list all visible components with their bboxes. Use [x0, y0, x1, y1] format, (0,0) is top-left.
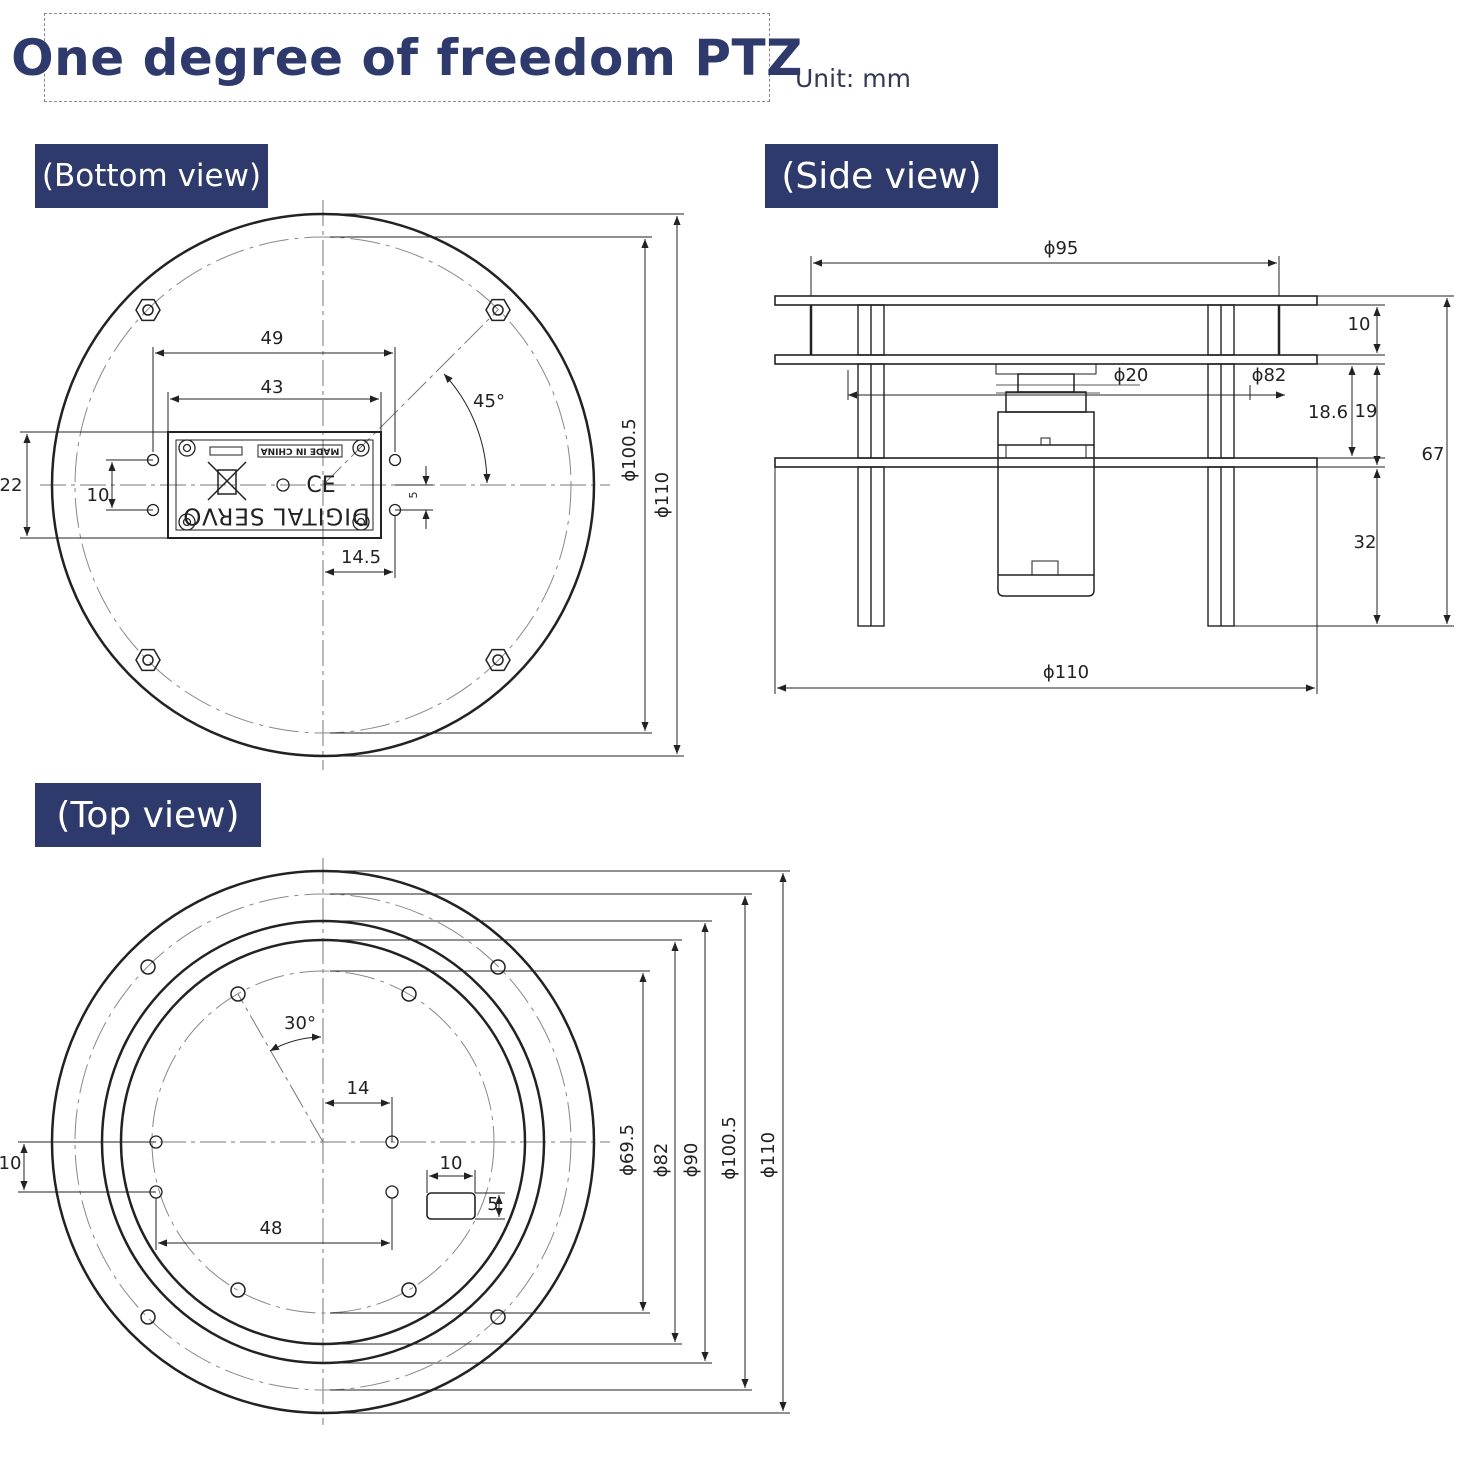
top-servo-holes: [149, 1135, 399, 1199]
top-angle-30-label: 30°: [284, 1013, 316, 1034]
side-view: ϕ95 ϕ20 ϕ82 10 18.6 19 67: [774, 238, 1454, 694]
top-angle-30-arc: [269, 1033, 322, 1052]
top-dim-100-5: [330, 893, 752, 1391]
side-servo: [995, 363, 1097, 597]
top-view: 30° 14 10 5 48 10 ϕ69.5: [0, 858, 790, 1425]
bottom-dim-49: [152, 347, 396, 452]
weee-icon: [207, 461, 247, 501]
top-dim-5: [475, 1192, 505, 1220]
bottom-dim-43: [167, 392, 382, 432]
side-dim-82-label: ϕ82: [1252, 365, 1287, 386]
side-dim-95: [810, 256, 1280, 296]
bottom-view-label: (Bottom view): [35, 144, 268, 208]
bottom-dim-100-5-label: ϕ100.5: [619, 418, 640, 481]
bottom-dim-100-5: [330, 236, 652, 734]
top-inner-holes: [230, 986, 417, 1298]
top-dim-10v-label: 10: [0, 1153, 21, 1174]
side-posts: [857, 304, 1235, 627]
top-dim-110: [330, 870, 790, 1414]
side-dim-67-label: 67: [1422, 444, 1445, 465]
side-dim-19-label: 19: [1355, 401, 1378, 422]
bottom-dim-22: [20, 431, 168, 539]
side-dim-10-label: 10: [1348, 314, 1371, 335]
top-dim-14: [325, 1097, 393, 1142]
servo-brand-label: DIGITAL SERVO: [182, 503, 370, 529]
bottom-angle-45-arc: [443, 373, 491, 484]
side-dim-32-label: 32: [1354, 532, 1377, 553]
top-dim-10v: [18, 1141, 156, 1193]
servo-made-in-label: MADE IN CHINA: [261, 446, 340, 456]
top-dim-10h-label: 10: [440, 1153, 463, 1174]
bottom-view: MADE IN CHINA CE DIGITAL SERVO 49 43 45°…: [0, 200, 684, 770]
page-title: One degree of freedom PTZ: [11, 28, 803, 87]
top-view-label: (Top view): [35, 783, 261, 847]
side-dim-10: [1317, 304, 1385, 356]
top-dim-110-label: ϕ110: [758, 1132, 779, 1178]
bottom-hex-nuts: [135, 298, 511, 672]
top-dim-82: [330, 939, 682, 1345]
side-dim-82: [847, 370, 1285, 400]
servo-ce-mark: CE: [306, 473, 335, 498]
bottom-dim-10: [106, 459, 153, 511]
bottom-dim-49-label: 49: [261, 328, 284, 349]
side-dim-20-label: ϕ20: [1114, 365, 1149, 386]
top-dim-82-label: ϕ82: [651, 1143, 672, 1178]
side-plates: [774, 295, 1318, 468]
bottom-center-lines: [40, 200, 610, 770]
side-dim-32: [1317, 466, 1385, 624]
side-standoffs: [809, 305, 1281, 355]
servo-body: [167, 431, 382, 539]
bottom-dim-10-label: 10: [87, 485, 110, 506]
top-outer-holes: [140, 959, 506, 1325]
top-outer-bolt-circle: [74, 893, 572, 1391]
side-dim-95-label: ϕ95: [1044, 238, 1079, 259]
top-dim-48: [155, 1198, 393, 1250]
bottom-angle-45-label: 45°: [473, 391, 505, 412]
title-box: One degree of freedom PTZ: [11, 13, 803, 102]
top-dim-48-label: 48: [260, 1218, 283, 1239]
unit-note: Unit: mm: [795, 64, 911, 93]
bottom-dim-5-label: 5: [407, 492, 420, 499]
top-inner-bolt-circle: [151, 970, 495, 1314]
bottom-dim-14-5: [325, 515, 396, 578]
side-dim-18-6-label: 18.6: [1308, 402, 1348, 423]
top-dim-5-label: 5: [487, 1194, 498, 1215]
top-dim-69-5: [330, 970, 650, 1314]
top-dim-90: [330, 920, 712, 1364]
bottom-dim-110-label: ϕ110: [652, 472, 673, 518]
side-dim-110: [774, 467, 1318, 694]
bottom-dim-5: [395, 466, 433, 529]
top-dim-100-5-label: ϕ100.5: [719, 1116, 740, 1179]
bottom-dim-43-label: 43: [261, 377, 284, 398]
bottom-outer-disc: [50, 212, 596, 758]
side-view-label: (Side view): [765, 144, 998, 208]
bottom-dim-14-5-label: 14.5: [341, 547, 381, 568]
bottom-bolt-circle: [74, 236, 572, 734]
top-dim-14-label: 14: [347, 1078, 370, 1099]
top-dim-10h: [426, 1170, 476, 1193]
side-dim-110-label: ϕ110: [1043, 662, 1089, 683]
top-cable-slot: [426, 1192, 476, 1220]
top-dim-90-label: ϕ90: [681, 1143, 702, 1178]
top-dim-69-5-label: ϕ69.5: [617, 1124, 638, 1176]
bottom-dim-110: [330, 213, 684, 757]
bottom-dim-22-label: 22: [0, 475, 22, 496]
side-dim-67: [1234, 295, 1454, 627]
